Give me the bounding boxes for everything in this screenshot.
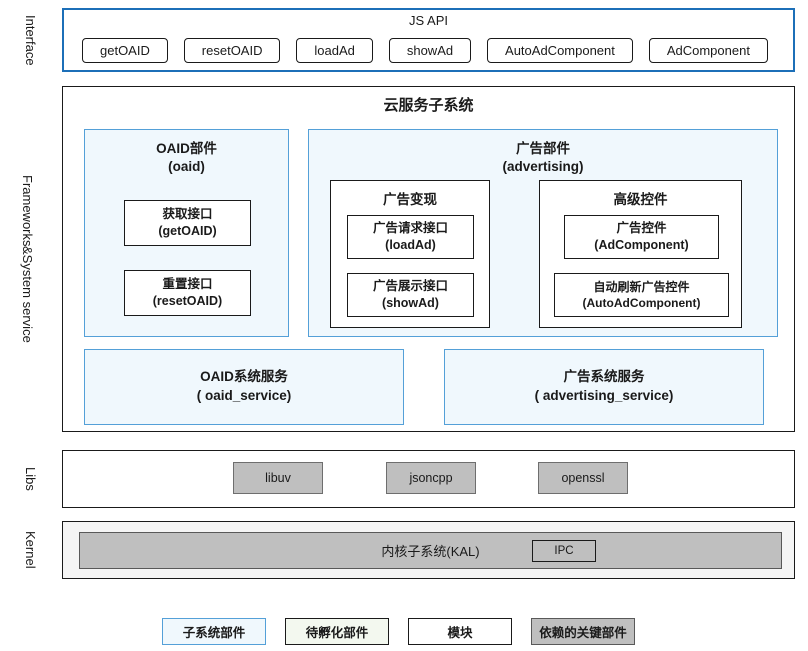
module-autoadcomponent-line2: (AutoAdComponent) [582, 296, 701, 310]
libs-box: libuv jsoncpp openssl [62, 450, 795, 508]
advertising-title-en: (advertising) [502, 159, 584, 175]
oaid-service-line2: ( oaid_service) [196, 388, 292, 403]
legend-module: 模块 [408, 618, 512, 645]
advertising-service-line1: 广告系统服务 [563, 369, 645, 385]
legend-dependency-component: 依赖的关键部件 [531, 618, 635, 645]
module-showad-line2: (showAd) [382, 296, 439, 310]
legend-incubating-component: 待孵化部件 [285, 618, 389, 645]
api-showad: showAd [388, 38, 472, 63]
advertising-component-panel: 广告部件 (advertising) 广告变现 广告请求接口 (loadAd) … [308, 129, 778, 337]
module-getoaid: 获取接口 (getOAID) [124, 200, 251, 246]
module-resetoaid: 重置接口 (resetOAID) [124, 270, 251, 316]
api-resetoaid: resetOAID [183, 38, 281, 63]
module-resetoaid-line2: (resetOAID) [152, 294, 223, 308]
module-getoaid-line2: (getOAID) [158, 224, 217, 238]
oaid-title-cn: OAID部件 [156, 141, 217, 156]
ipc-module: IPC [532, 540, 596, 562]
module-resetoaid-line1: 重置接口 [162, 277, 213, 292]
module-loadad: 广告请求接口 (loadAd) [347, 215, 474, 259]
layer-label-frameworks: Frameworks &System service [2, 86, 52, 432]
module-adcomponent-line1: 广告控件 [616, 221, 667, 236]
kal-bar: 内核子系统(KAL) IPC [79, 532, 782, 569]
js-api-button-row: getOAID resetOAID loadAd showAd AutoAdCo… [82, 38, 768, 63]
lib-libuv: libuv [233, 462, 323, 494]
oaid-title-en: (oaid) [168, 159, 205, 175]
kal-title: 内核子系统(KAL) [381, 544, 480, 559]
frameworks-label-line1: Frameworks [19, 174, 35, 247]
api-getoaid: getOAID [82, 38, 168, 63]
oaid-component-panel: OAID部件 (oaid) 获取接口 (getOAID) 重置接口 (reset… [84, 129, 289, 337]
module-loadad-line1: 广告请求接口 [372, 221, 448, 236]
frameworks-label-line2: &System service [19, 246, 35, 344]
layer-label-libs: Libs [22, 467, 38, 491]
js-api-box: JS API getOAID resetOAID loadAd showAd A… [62, 8, 795, 72]
module-getoaid-line1: 获取接口 [162, 207, 213, 222]
module-adcomponent-line2: (AdComponent) [594, 238, 689, 252]
module-adcomponent: 广告控件 (AdComponent) [564, 215, 719, 259]
oaid-service-bar: OAID系统服务 ( oaid_service) [84, 349, 404, 425]
advanced-controls-group: 高级控件 广告控件 (AdComponent) 自动刷新广告控件 (AutoAd… [539, 180, 742, 328]
legend-subsystem-component: 子系统部件 [162, 618, 266, 645]
oaid-panel-title: OAID部件 (oaid) [85, 130, 288, 176]
module-autoadcomponent: 自动刷新广告控件 (AutoAdComponent) [554, 273, 729, 317]
module-showad-line1: 广告展示接口 [372, 279, 448, 294]
ad-monetization-title: 广告变现 [383, 192, 437, 207]
api-loadad: loadAd [296, 38, 373, 63]
js-api-title: JS API [408, 13, 449, 28]
layer-label-kernel: Kernel [22, 531, 38, 569]
advertising-panel-title: 广告部件 (advertising) [309, 130, 777, 176]
advertising-title-cn: 广告部件 [516, 141, 570, 156]
cloud-subsystem-title: 云服务子系统 [383, 97, 474, 114]
api-autoadcomponent: AutoAdComponent [487, 38, 633, 63]
oaid-service-line1: OAID系统服务 [200, 369, 288, 385]
advanced-controls-title: 高级控件 [613, 192, 668, 207]
lib-jsoncpp: jsoncpp [386, 462, 476, 494]
api-adcomponent: AdComponent [648, 38, 768, 63]
ad-monetization-group: 广告变现 广告请求接口 (loadAd) 广告展示接口 (showAd) [330, 180, 490, 328]
module-autoadcomponent-line1: 自动刷新广告控件 [593, 279, 690, 294]
cloud-subsystem-box: 云服务子系统 OAID部件 (oaid) 获取接口 (getOAID) 重置接口… [62, 86, 795, 432]
lib-openssl: openssl [538, 462, 628, 494]
legend: 子系统部件 待孵化部件 模块 依赖的关键部件 [162, 618, 635, 645]
module-showad: 广告展示接口 (showAd) [347, 273, 474, 317]
advertising-service-bar: 广告系统服务 ( advertising_service) [444, 349, 764, 425]
layer-label-interface: Interface [22, 14, 38, 66]
module-loadad-line2: (loadAd) [385, 238, 436, 252]
advertising-service-line2: ( advertising_service) [534, 388, 674, 403]
kernel-box: 内核子系统(KAL) IPC [62, 521, 795, 579]
